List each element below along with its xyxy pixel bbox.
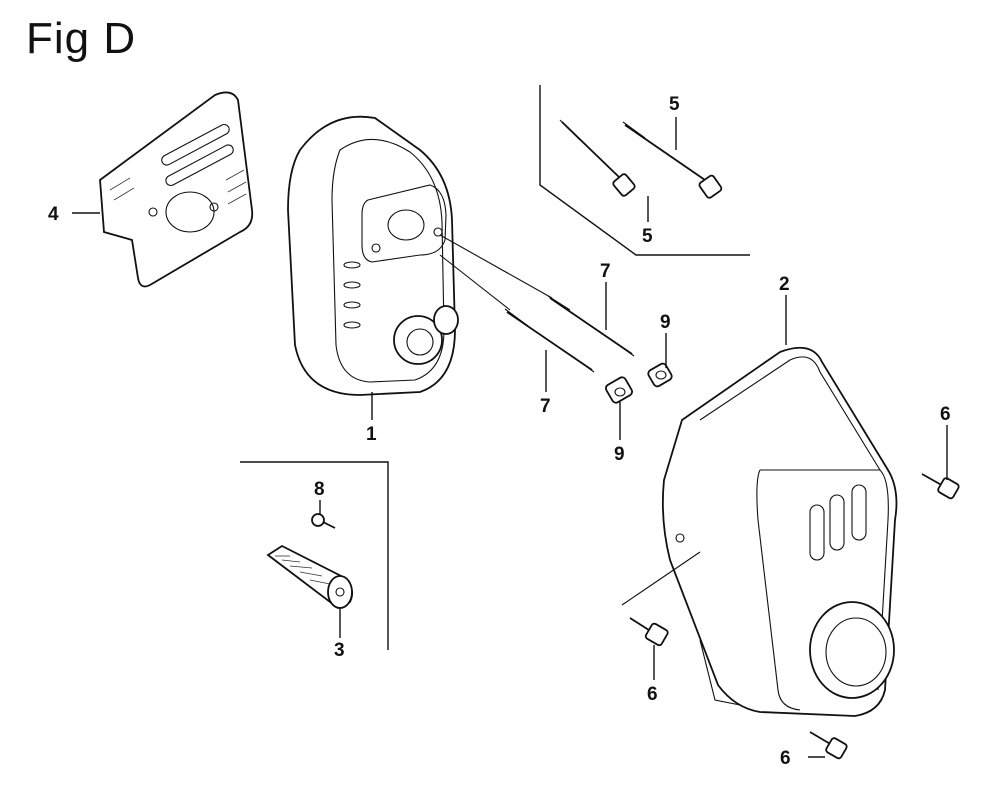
- callout-9-lower: 9: [614, 444, 625, 465]
- callout-6-right: 6: [940, 404, 951, 425]
- part-5-bracket: [539, 85, 750, 256]
- part-9-nut-b: [605, 376, 633, 404]
- callout-5-bottom: 5: [642, 226, 653, 247]
- part-1-muffler: [287, 115, 459, 396]
- part-3-spark-arrester: [266, 544, 354, 610]
- part-6-bolt-bottom: [809, 731, 848, 760]
- callout-7-lower: 7: [540, 396, 551, 417]
- part-2-protector: [661, 346, 898, 717]
- callout-8: 8: [314, 479, 325, 500]
- callout-7-upper: 7: [600, 261, 611, 282]
- inset-frame: [240, 461, 389, 650]
- part-7-stud-upper: [547, 295, 635, 357]
- part-7-stud-lower: [504, 308, 595, 373]
- part-6-bolt-left: [629, 617, 669, 647]
- part-9-nut-a: [647, 362, 673, 388]
- callout-3: 3: [334, 640, 345, 661]
- figure-title: Fig D: [26, 14, 137, 63]
- part-4-heat-shield: [99, 91, 254, 288]
- leader-lines: [72, 117, 948, 758]
- callout-6-left: 6: [647, 684, 658, 705]
- callout-5-top: 5: [669, 94, 680, 115]
- part-8-screw: [311, 513, 336, 529]
- callout-2: 2: [779, 274, 790, 295]
- callout-4: 4: [48, 204, 59, 225]
- callout-9-upper: 9: [660, 312, 671, 333]
- part-5-bolt-b: [622, 121, 723, 199]
- part-5-bolt-a: [559, 119, 636, 197]
- callout-1: 1: [366, 424, 377, 445]
- part-6-bolt-right: [921, 473, 960, 500]
- callout-6-bottom: 6: [780, 748, 791, 769]
